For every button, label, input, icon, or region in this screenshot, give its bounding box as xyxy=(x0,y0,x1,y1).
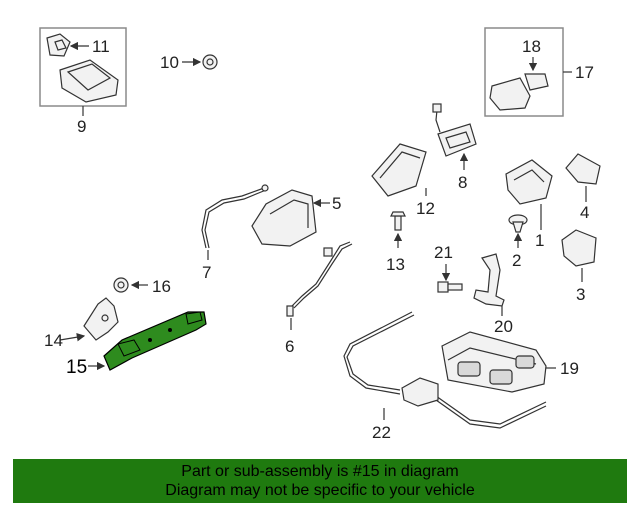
callout-19: 19 xyxy=(560,359,579,378)
part-21-bolt-head xyxy=(437,281,449,293)
part-14-bracket xyxy=(83,297,119,341)
part-19-group: 19 xyxy=(441,331,579,393)
callout-7: 7 xyxy=(202,263,211,282)
part-18-bulb xyxy=(524,73,549,91)
callout-5: 5 xyxy=(332,194,341,213)
callout-10: 10 xyxy=(160,53,179,72)
part-5-group: 5 xyxy=(251,189,341,247)
part-14-group: 14 xyxy=(44,297,119,350)
part-19-module xyxy=(441,331,547,393)
callout-8: 8 xyxy=(458,173,467,192)
callout-12: 12 xyxy=(416,199,435,218)
part-17-group: 18 17 xyxy=(484,27,594,117)
part-7-group: 7 xyxy=(201,184,269,282)
part-15-group: 15 xyxy=(66,311,207,378)
part-4-bracket xyxy=(565,153,601,185)
callout-9: 9 xyxy=(77,117,86,136)
part-13-bolt xyxy=(394,215,402,231)
part-5-cover xyxy=(251,189,317,247)
callout-11: 11 xyxy=(92,37,110,56)
part-4-group: 4 xyxy=(565,153,601,222)
part-16-nut xyxy=(113,277,129,293)
part-2-group: 2 xyxy=(508,214,528,270)
part-20-group: 20 xyxy=(473,253,513,336)
part-22-cable xyxy=(343,311,413,395)
part-17-lamp xyxy=(489,77,531,111)
part-21-group: 21 xyxy=(434,243,463,293)
part-11-button xyxy=(54,39,67,51)
part-1-group: 1 xyxy=(505,159,553,250)
callout-14: 14 xyxy=(44,331,63,350)
footer-line-2: Diagram may not be specific to your vehi… xyxy=(165,482,475,499)
callout-18: 18 xyxy=(522,37,541,56)
callout-6: 6 xyxy=(285,337,294,356)
callout-20: 20 xyxy=(494,317,513,336)
callout-17: 17 xyxy=(575,63,594,82)
callout-21: 21 xyxy=(434,243,453,262)
part-22-connector xyxy=(401,377,439,407)
callout-15: 15 xyxy=(66,357,87,378)
part-8-switch xyxy=(437,123,477,157)
part-10-group: 10 xyxy=(160,53,218,72)
part-12-cover xyxy=(371,143,427,197)
part-9-handle xyxy=(59,59,119,103)
callout-2: 2 xyxy=(512,251,521,270)
part-3-group: 3 xyxy=(561,229,597,304)
part-7-cable xyxy=(201,187,265,249)
callout-4: 4 xyxy=(580,203,589,222)
part-8-group: 8 xyxy=(432,103,477,192)
part-20-bracket xyxy=(473,253,505,307)
callout-22: 22 xyxy=(372,423,391,442)
part-6-group: 6 xyxy=(285,241,353,356)
callout-13: 13 xyxy=(386,255,405,274)
part-22-group: 22 xyxy=(343,311,547,442)
part-1-latch xyxy=(505,159,553,205)
part-9-group: 11 9 xyxy=(39,27,127,136)
footer-line-1: Part or sub-assembly is #15 in diagram xyxy=(181,463,459,480)
part-16-group: 16 xyxy=(113,277,171,296)
part-6-cable xyxy=(291,241,351,307)
part-3-bumper xyxy=(561,229,597,267)
callout-1: 1 xyxy=(535,231,544,250)
footer-banner: Part or sub-assembly is #15 in diagram D… xyxy=(13,459,627,503)
part-12-group: 12 xyxy=(371,143,435,218)
callout-16: 16 xyxy=(152,277,171,296)
part-10-grommet xyxy=(202,54,218,70)
part-15-latch-rail xyxy=(103,311,207,371)
callout-3: 3 xyxy=(576,285,585,304)
part-13-group: 13 xyxy=(386,211,406,274)
parts-diagram: 11 9 10 18 17 8 12 13 xyxy=(39,27,601,442)
